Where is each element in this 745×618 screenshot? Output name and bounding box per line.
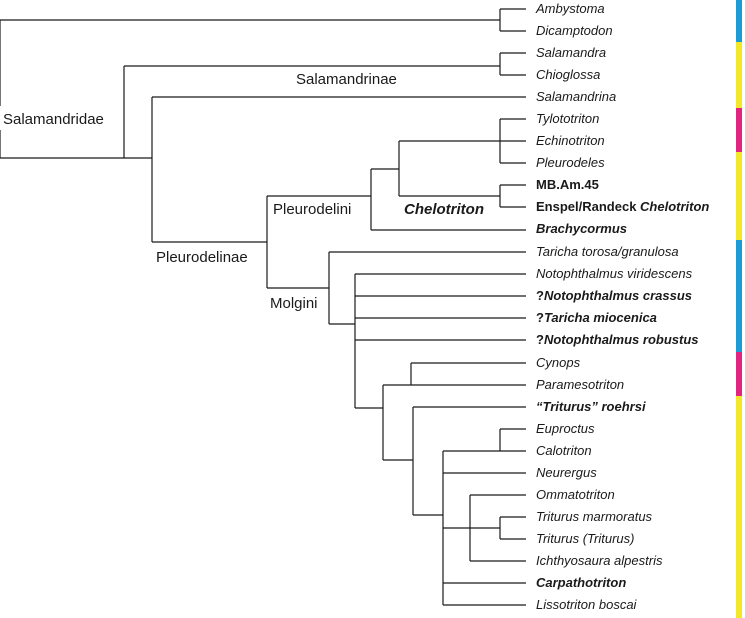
branch-pleurodelini [267, 169, 526, 231]
range-bar-yellow-3 [736, 396, 742, 618]
taxon-label: Tylototriton [536, 111, 599, 126]
taxon-label: ?Notophthalmus crassus [536, 288, 692, 303]
label-bg [0, 106, 118, 130]
clade-labels: Salamandridae Salamandrinae Pleurodelina… [0, 71, 484, 312]
taxon-label: Neurergus [536, 465, 597, 480]
taxon-label: Carpathotriton [536, 575, 626, 590]
taxon-labels: Ambystoma Dicamptodon Salamandra Chioglo… [535, 1, 709, 612]
branch-root [0, 19, 500, 120]
taxon-label-part: ? [536, 332, 544, 347]
tree-branches [0, 8, 526, 606]
range-bar-yellow-2 [736, 152, 742, 240]
branch-euproctus [443, 428, 526, 452]
taxon-label: Chioglossa [536, 67, 600, 82]
taxon-label: MB.Am.45 [536, 177, 599, 192]
clade-label-chelotriton: Chelotriton [404, 201, 484, 218]
branch-salamandrina [151, 96, 526, 242]
range-bar-magenta-1 [736, 108, 742, 152]
taxon-label: Ommatotriton [536, 487, 615, 502]
taxon-label: Ambystoma [535, 1, 605, 16]
taxon-label: Triturus marmoratus [536, 509, 653, 524]
taxon-label: Salamandrina [536, 89, 616, 104]
taxon-label-part: Enspel/Randeck [536, 199, 640, 214]
taxon-label-italic: Notophthalmus crassus [544, 288, 692, 303]
range-bar-magenta-2 [736, 352, 742, 396]
branch-tylototriton-group [371, 141, 400, 196]
clade-label-salamandridae: Salamandridae [3, 111, 104, 128]
taxon-label: Lissotriton boscai [536, 597, 638, 612]
branch-molgini [267, 251, 526, 324]
taxon-label: Cynops [536, 355, 581, 370]
taxon-label: Echinotriton [536, 133, 605, 148]
branch-cynops [383, 362, 526, 386]
taxon-label: Triturus (Triturus) [536, 531, 634, 546]
branch-chelotriton [399, 184, 526, 208]
range-bars [736, 0, 742, 618]
branch-notophthalmus [329, 273, 526, 408]
branch-triturus-clade [383, 406, 526, 515]
taxon-label-part: ? [536, 310, 544, 325]
taxon-label-italic: Notophthalmus robustus [544, 332, 699, 347]
branch-cynops-clade [355, 385, 384, 460]
range-bar-blue-1 [736, 0, 742, 42]
clade-label-molgini: Molgini [270, 295, 318, 312]
taxon-label-italic: Chelotriton [640, 199, 709, 214]
taxon-label: ?Taricha miocenica [536, 310, 657, 325]
taxon-label: Euproctus [536, 421, 595, 436]
taxon-label: Enspel/Randeck Chelotriton [536, 199, 709, 214]
branch-ambystoma [499, 8, 526, 32]
taxon-label: “Triturus” roehrsi [536, 399, 646, 414]
taxon-label: Dicamptodon [536, 23, 613, 38]
taxon-label: Ichthyosaura alpestris [536, 553, 663, 568]
clade-label-salamandrinae: Salamandrinae [296, 71, 397, 88]
taxon-label: Paramesotriton [536, 377, 624, 392]
taxon-label: Brachycormus [536, 221, 627, 236]
taxon-label: Taricha torosa/granulosa [536, 244, 679, 259]
range-bar-blue-2 [736, 240, 742, 352]
range-bar-yellow-1 [736, 42, 742, 108]
clade-label-pleurodelinae: Pleurodelinae [156, 249, 248, 266]
taxon-label-italic: Taricha miocenica [544, 310, 657, 325]
clade-label-pleurodelini: Pleurodelini [273, 201, 351, 218]
branch-salamandra [499, 52, 526, 76]
branch-salamandridae [0, 120, 124, 159]
branch-euproctus-clade [413, 451, 444, 605]
branch-triturus [470, 516, 526, 540]
taxon-label-part: ? [536, 288, 544, 303]
taxon-label: Salamandra [536, 45, 606, 60]
taxon-label: ?Notophthalmus robustus [536, 332, 699, 347]
taxon-label: Pleurodeles [536, 155, 605, 170]
branch-salamandrinae-stem [123, 65, 500, 158]
taxon-label: Calotriton [536, 443, 592, 458]
branch-tylototriton [399, 118, 526, 164]
taxon-label: Notophthalmus viridescens [536, 266, 693, 281]
